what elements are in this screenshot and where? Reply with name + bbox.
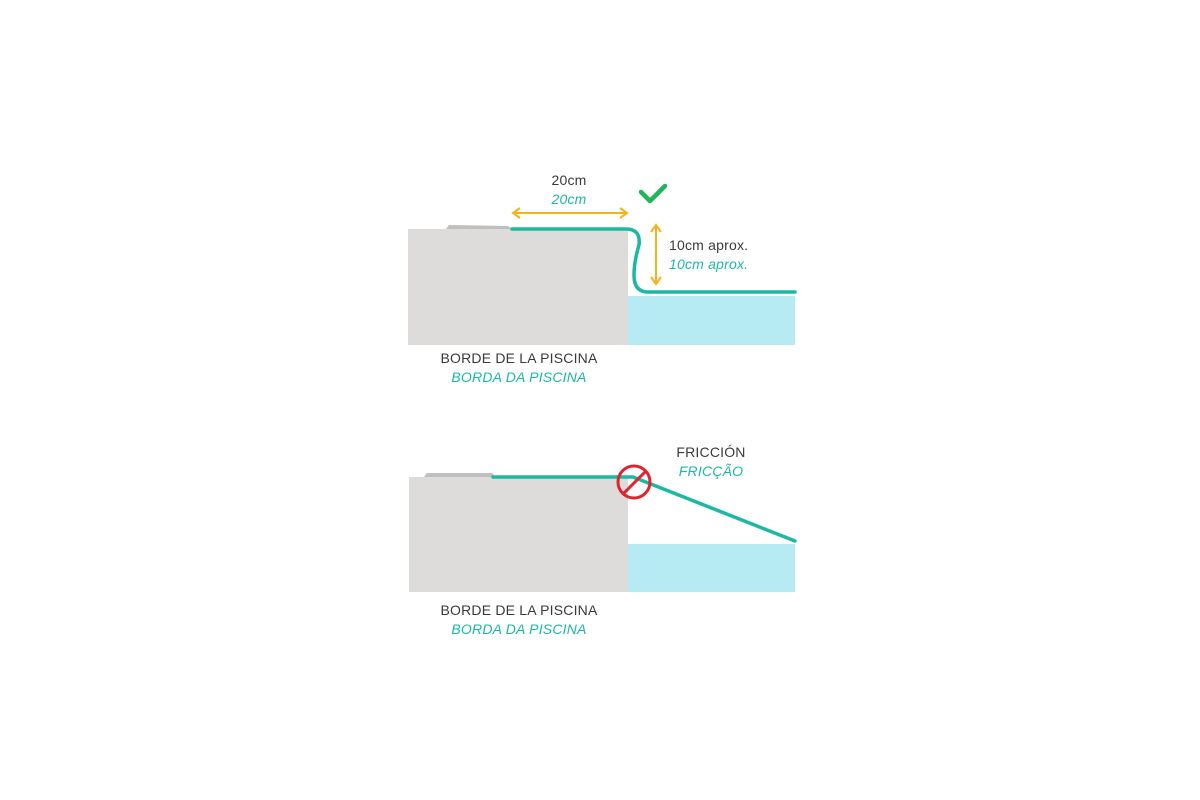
friction-label-pt: FRICÇÃO [679,463,743,479]
width-label-pt: 20cm [550,191,586,207]
pool-edge-block [408,229,628,345]
edge-label-pt: BORDA DA PISCINA [451,621,586,637]
cover-line [491,475,797,543]
scraper-icon [424,473,496,477]
cover-line [510,227,797,294]
width-label-es: 20cm [551,172,586,188]
width-dimension-arrow [511,207,629,219]
pool-water [628,296,795,345]
friction-label-es: FRICCIÓN [676,444,745,460]
height-label-es: 10cm aprox. [669,237,748,253]
incorrect-installation-diagram: FRICCIÓN FRICÇÃO BORDE DE LA PISCINA BOR… [409,444,797,637]
check-icon [638,183,668,204]
height-label-pt: 10cm aprox. [669,256,748,272]
edge-label-pt: BORDA DA PISCINA [451,369,586,385]
forbidden-icon [616,464,652,500]
pool-water [628,544,795,592]
correct-installation-diagram: 20cm 20cm 10cm aprox. 10cm aprox. BORDE … [408,172,797,385]
scraper-icon [446,225,512,229]
height-dimension-arrow [650,223,662,286]
edge-label-es: BORDE DE LA PISCINA [440,602,598,618]
edge-label-es: BORDE DE LA PISCINA [440,350,598,366]
pool-edge-block [409,477,628,592]
